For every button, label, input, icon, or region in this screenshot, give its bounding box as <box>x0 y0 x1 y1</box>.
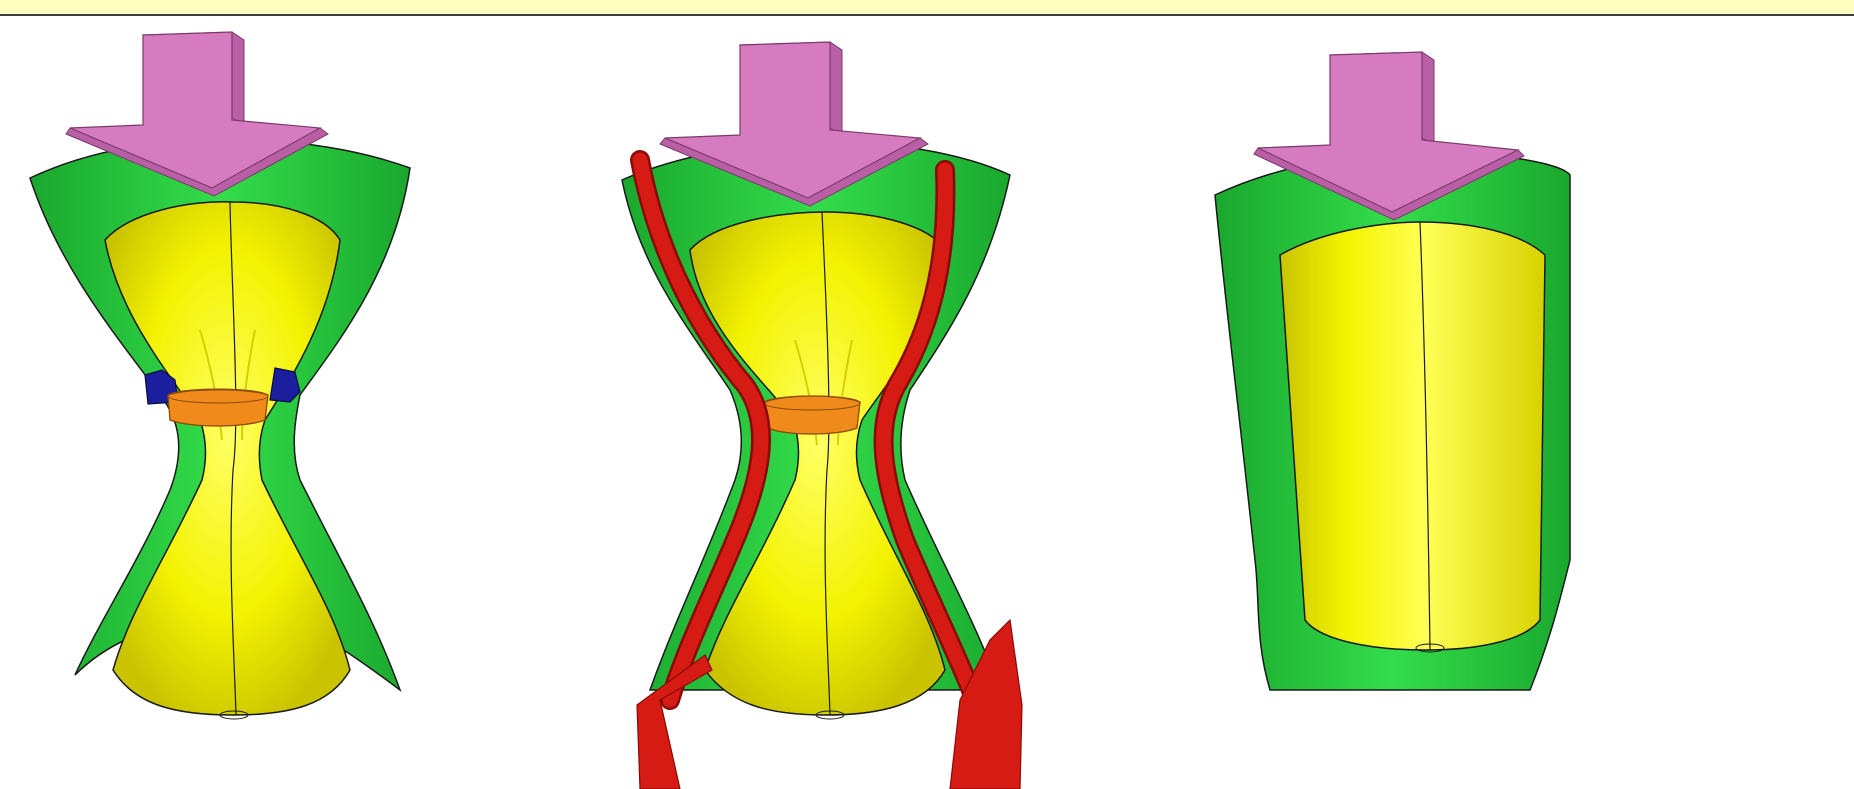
panel-left <box>30 32 410 719</box>
inner-core-right <box>1280 222 1545 650</box>
band-left <box>168 390 268 426</box>
band-middle <box>765 396 860 434</box>
inner-core-middle <box>690 212 945 715</box>
diagram <box>0 16 1854 789</box>
top-banner <box>0 0 1854 16</box>
panel-middle <box>622 42 1022 789</box>
panel-right <box>1215 52 1570 690</box>
clamp-left-b <box>270 368 300 402</box>
inner-core-left <box>105 202 350 715</box>
